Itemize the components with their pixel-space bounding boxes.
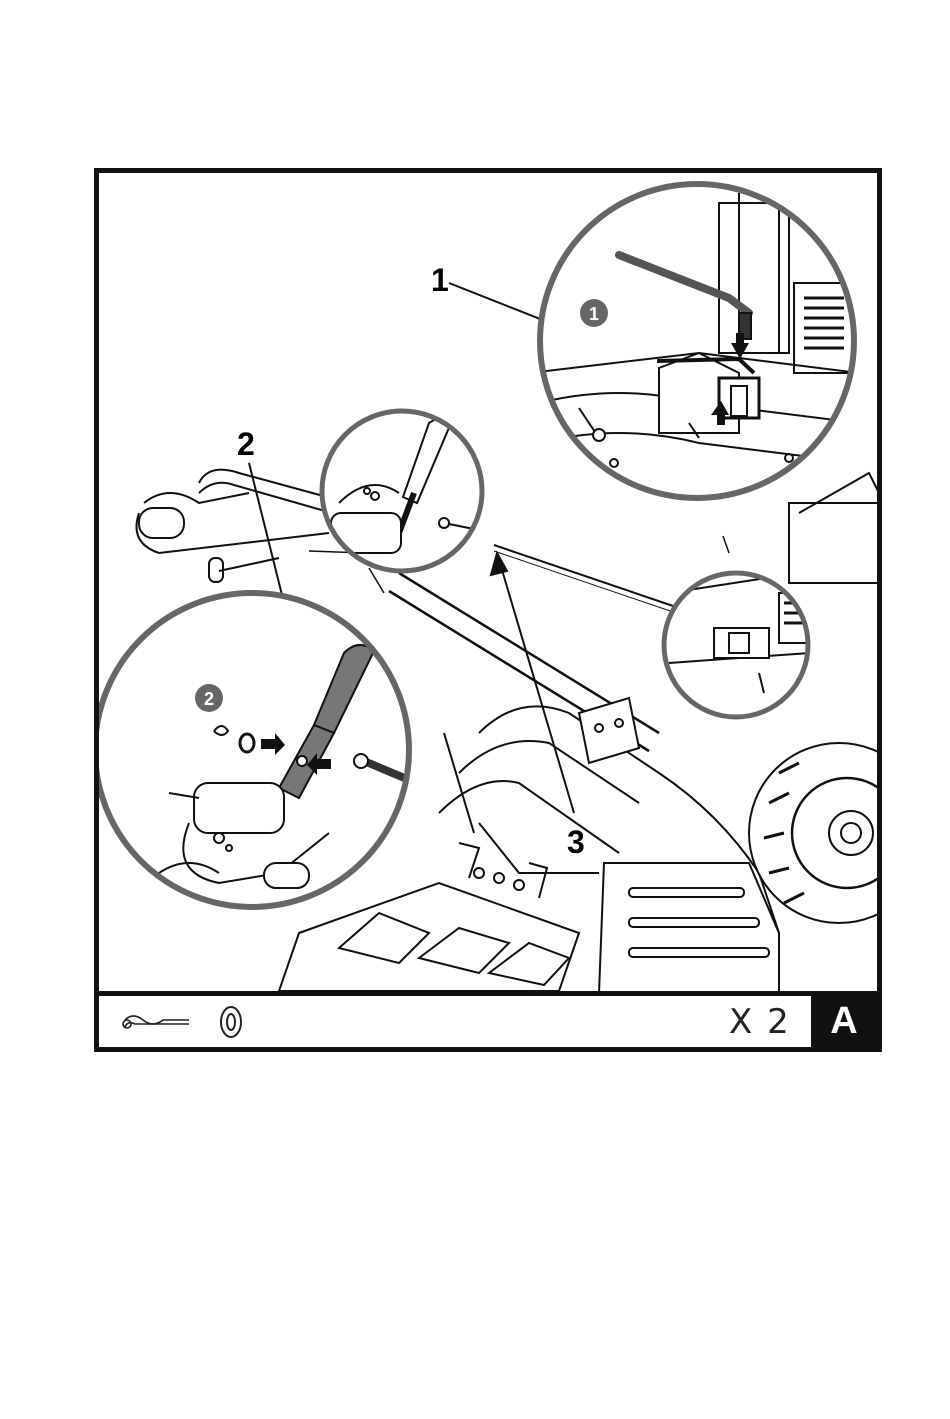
step-badge-2-label: 2 <box>204 689 214 709</box>
detail-view-shift-bracket: 1 <box>529 184 859 498</box>
callout-3: 3 <box>567 824 585 860</box>
flat-washer-icon <box>221 1007 241 1037</box>
parts-footer: X 2 A <box>99 991 877 1047</box>
quantity-label: X 2 <box>729 1002 791 1042</box>
detail-view-shift-handle: 2 <box>99 593 459 907</box>
hair-pin-clip-icon <box>123 1016 189 1028</box>
callout-1: 1 <box>431 262 449 298</box>
detail-view-handle-overview <box>322 411 519 571</box>
figure-letter: A <box>811 996 877 1047</box>
detail-view-installed-bracket <box>664 573 809 717</box>
callout-2: 2 <box>237 426 255 462</box>
assembly-illustration: 1 <box>99 173 877 991</box>
figure-frame: 1 <box>94 168 882 1052</box>
parts-icons <box>119 998 259 1048</box>
step-badge-1-label: 1 <box>589 304 599 324</box>
